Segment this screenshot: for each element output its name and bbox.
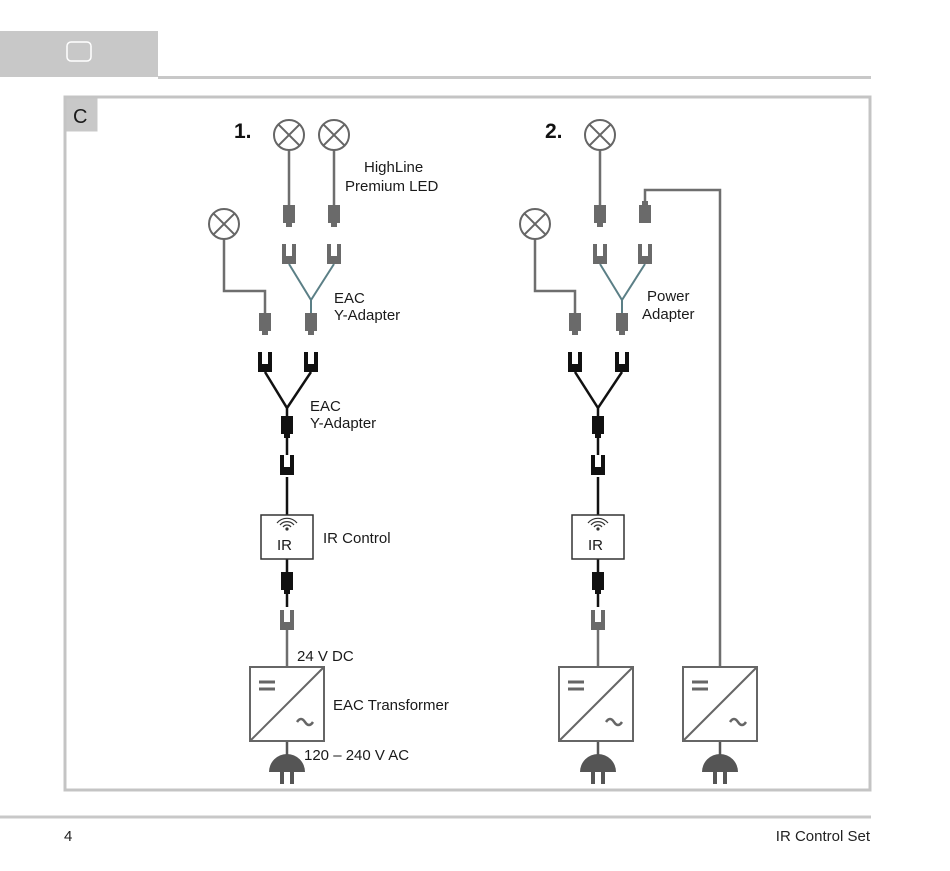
diagram-1-wiring bbox=[208, 119, 350, 784]
figure-frame bbox=[63, 95, 872, 792]
led-label-line2: Premium LED bbox=[345, 178, 439, 195]
diagram-1-number: 1. bbox=[234, 120, 252, 143]
page-number: 4 bbox=[64, 828, 73, 845]
rounded-square-icon bbox=[66, 41, 92, 62]
power-adapter-line2: Adapter bbox=[642, 306, 695, 323]
header-tab bbox=[0, 31, 158, 77]
section-letter-box bbox=[66, 98, 98, 132]
ac-voltage-label: 120 – 240 V AC bbox=[304, 747, 409, 764]
ir-control-label: IR Control bbox=[323, 530, 391, 547]
diagram-2-wiring bbox=[519, 119, 759, 784]
section-letter: C bbox=[73, 106, 87, 128]
ir-box-label-2: IR bbox=[588, 537, 603, 554]
y-adapter-lower-line2: Y-Adapter bbox=[310, 415, 376, 432]
dc-voltage-label: 24 V DC bbox=[297, 648, 354, 665]
y-adapter-upper-line2: Y-Adapter bbox=[334, 307, 400, 324]
diagram-2-number: 2. bbox=[545, 120, 563, 143]
y-adapter-upper-line1: EAC bbox=[334, 290, 365, 307]
ir-box-label-1: IR bbox=[277, 537, 292, 554]
document-title: IR Control Set bbox=[775, 828, 870, 845]
led-label-line1: HighLine bbox=[364, 159, 423, 176]
power-adapter-line1: Power bbox=[647, 288, 690, 305]
y-adapter-lower-line1: EAC bbox=[310, 398, 341, 415]
transformer-label: EAC Transformer bbox=[333, 697, 449, 714]
